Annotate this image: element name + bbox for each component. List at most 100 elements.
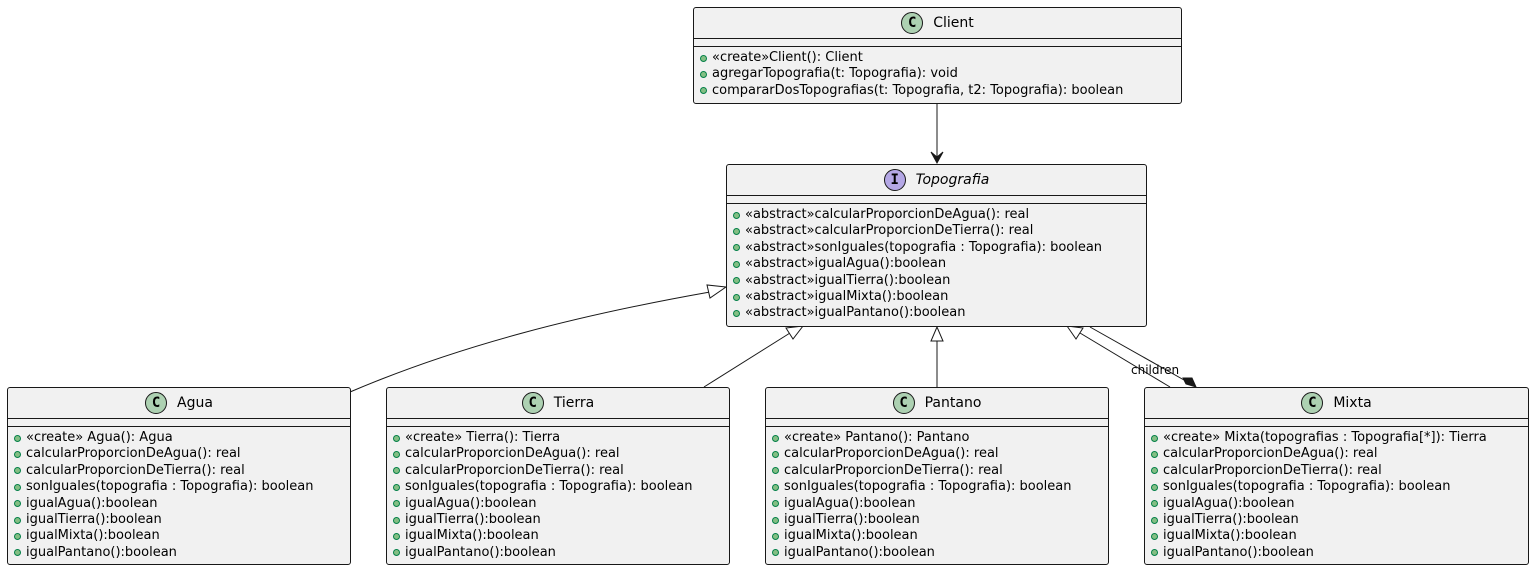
method-item: «abstract»igualMixta():boolean <box>733 289 1142 305</box>
association-arrowhead <box>930 151 944 165</box>
public-visibility-icon <box>1151 500 1158 508</box>
method-item: calcularProporcionDeAgua(): real <box>393 446 725 462</box>
method-item: «abstract»calcularProporcionDeAgua(): re… <box>733 207 1142 223</box>
public-visibility-icon <box>733 277 740 285</box>
public-visibility-icon <box>393 467 400 475</box>
class-header: C Agua <box>8 388 350 419</box>
method-signature: igualTierra():boolean <box>405 511 541 527</box>
public-visibility-icon <box>393 434 400 442</box>
class-divider <box>766 426 1108 427</box>
public-visibility-icon <box>733 293 740 301</box>
method-item: «abstract»igualTierra():boolean <box>733 273 1142 289</box>
method-item: igualTierra():boolean <box>393 512 725 528</box>
public-visibility-icon <box>393 516 400 524</box>
public-visibility-icon <box>14 549 21 557</box>
public-visibility-icon <box>14 516 21 524</box>
inheritance-edge-agua <box>349 291 711 393</box>
class-header: C Mixta <box>1145 388 1528 419</box>
public-visibility-icon <box>14 451 21 459</box>
class-header: C Tierra <box>387 388 729 419</box>
public-visibility-icon <box>1151 451 1158 459</box>
method-item: calcularProporcionDeAgua(): real <box>14 446 346 462</box>
public-visibility-icon <box>772 533 779 541</box>
public-visibility-icon <box>393 500 400 508</box>
public-visibility-icon <box>393 533 400 541</box>
method-signature: igualAgua():boolean <box>26 495 158 511</box>
method-signature: compararDosTopografias(t: Topografia, t2… <box>712 82 1124 98</box>
method-item: calcularProporcionDeTierra(): real <box>772 463 1104 479</box>
class-mixta[interactable]: C Mixta «create» Mixta(topografias : Top… <box>1144 387 1529 565</box>
method-signature: «abstract»igualAgua():boolean <box>745 256 947 272</box>
method-item: igualPantano():boolean <box>772 545 1104 561</box>
method-signature: «create»Client(): Client <box>712 50 863 65</box>
method-item: calcularProporcionDeAgua(): real <box>1151 446 1524 462</box>
method-signature: «create» Mixta(topografias : Topografia[… <box>1163 430 1487 445</box>
method-signature: igualPantano():boolean <box>784 544 935 560</box>
method-signature: calcularProporcionDeTierra(): real <box>405 462 624 478</box>
method-item: igualAgua():boolean <box>772 496 1104 512</box>
method-item: calcularProporcionDeTierra(): real <box>14 463 346 479</box>
class-name: Client <box>933 15 974 31</box>
method-signature: igualTierra():boolean <box>1163 511 1299 527</box>
class-name: Mixta <box>1333 395 1372 411</box>
public-visibility-icon <box>14 483 21 491</box>
method-signature: «create» Pantano(): Pantano <box>784 430 970 445</box>
class-c-icon: C <box>1301 392 1324 414</box>
public-visibility-icon <box>393 451 400 459</box>
method-signature: igualTierra():boolean <box>784 511 920 527</box>
method-item: calcularProporcionDeTierra(): real <box>393 463 725 479</box>
public-visibility-icon <box>772 467 779 475</box>
method-item: igualTierra():boolean <box>1151 512 1524 528</box>
method-item: igualTierra():boolean <box>772 512 1104 528</box>
public-visibility-icon <box>1151 434 1158 442</box>
class-name: Topografia <box>915 172 990 188</box>
public-visibility-icon <box>1151 483 1158 491</box>
method-item: igualPantano():boolean <box>14 545 346 561</box>
inheritance-arrowhead-mixta <box>1065 325 1084 340</box>
method-item: «abstract»igualPantano():boolean <box>733 305 1142 321</box>
method-item: «abstract»igualAgua():boolean <box>733 256 1142 272</box>
method-item: «abstract»sonIguales(topografia : Topogr… <box>733 240 1142 256</box>
method-item: «create» Pantano(): Pantano <box>772 430 1104 446</box>
method-signature: igualAgua():boolean <box>405 495 537 511</box>
method-signature: igualAgua():boolean <box>784 495 916 511</box>
class-header: C Client <box>694 8 1181 39</box>
public-visibility-icon <box>772 483 779 491</box>
interface-topografia[interactable]: I Topografia «abstract»calcularProporcio… <box>726 164 1147 327</box>
method-item: igualAgua():boolean <box>14 496 346 512</box>
composition-label: children <box>1131 363 1180 377</box>
method-signature: «abstract»calcularProporcionDeAgua(): re… <box>745 207 1030 222</box>
public-visibility-icon <box>14 467 21 475</box>
public-visibility-icon <box>1151 467 1158 475</box>
method-signature: calcularProporcionDeAgua(): real <box>784 446 999 462</box>
method-item: «create» Agua(): Agua <box>14 430 346 446</box>
public-visibility-icon <box>733 228 740 236</box>
method-signature: calcularProporcionDeTierra(): real <box>1163 462 1382 478</box>
method-item: sonIguales(topografia : Topografia): boo… <box>772 479 1104 495</box>
method-item: igualMixta():boolean <box>772 528 1104 544</box>
class-c-icon: C <box>901 12 924 34</box>
method-item: agregarTopografia(t: Topografia): void <box>700 66 1177 82</box>
public-visibility-icon <box>393 549 400 557</box>
method-signature: igualMixta():boolean <box>405 528 539 544</box>
method-item: calcularProporcionDeAgua(): real <box>772 446 1104 462</box>
method-item: igualAgua():boolean <box>393 496 725 512</box>
public-visibility-icon <box>1151 533 1158 541</box>
class-divider <box>1145 426 1528 427</box>
method-list: «create» Mixta(topografias : Topografia[… <box>1151 430 1524 561</box>
public-visibility-icon <box>772 434 779 442</box>
class-divider <box>387 426 729 427</box>
method-item: igualPantano():boolean <box>1151 545 1524 561</box>
method-item: igualAgua():boolean <box>1151 496 1524 512</box>
method-item: «create»Client(): Client <box>700 50 1177 66</box>
public-visibility-icon <box>14 500 21 508</box>
public-visibility-icon <box>733 211 740 219</box>
method-item: igualMixta():boolean <box>393 528 725 544</box>
